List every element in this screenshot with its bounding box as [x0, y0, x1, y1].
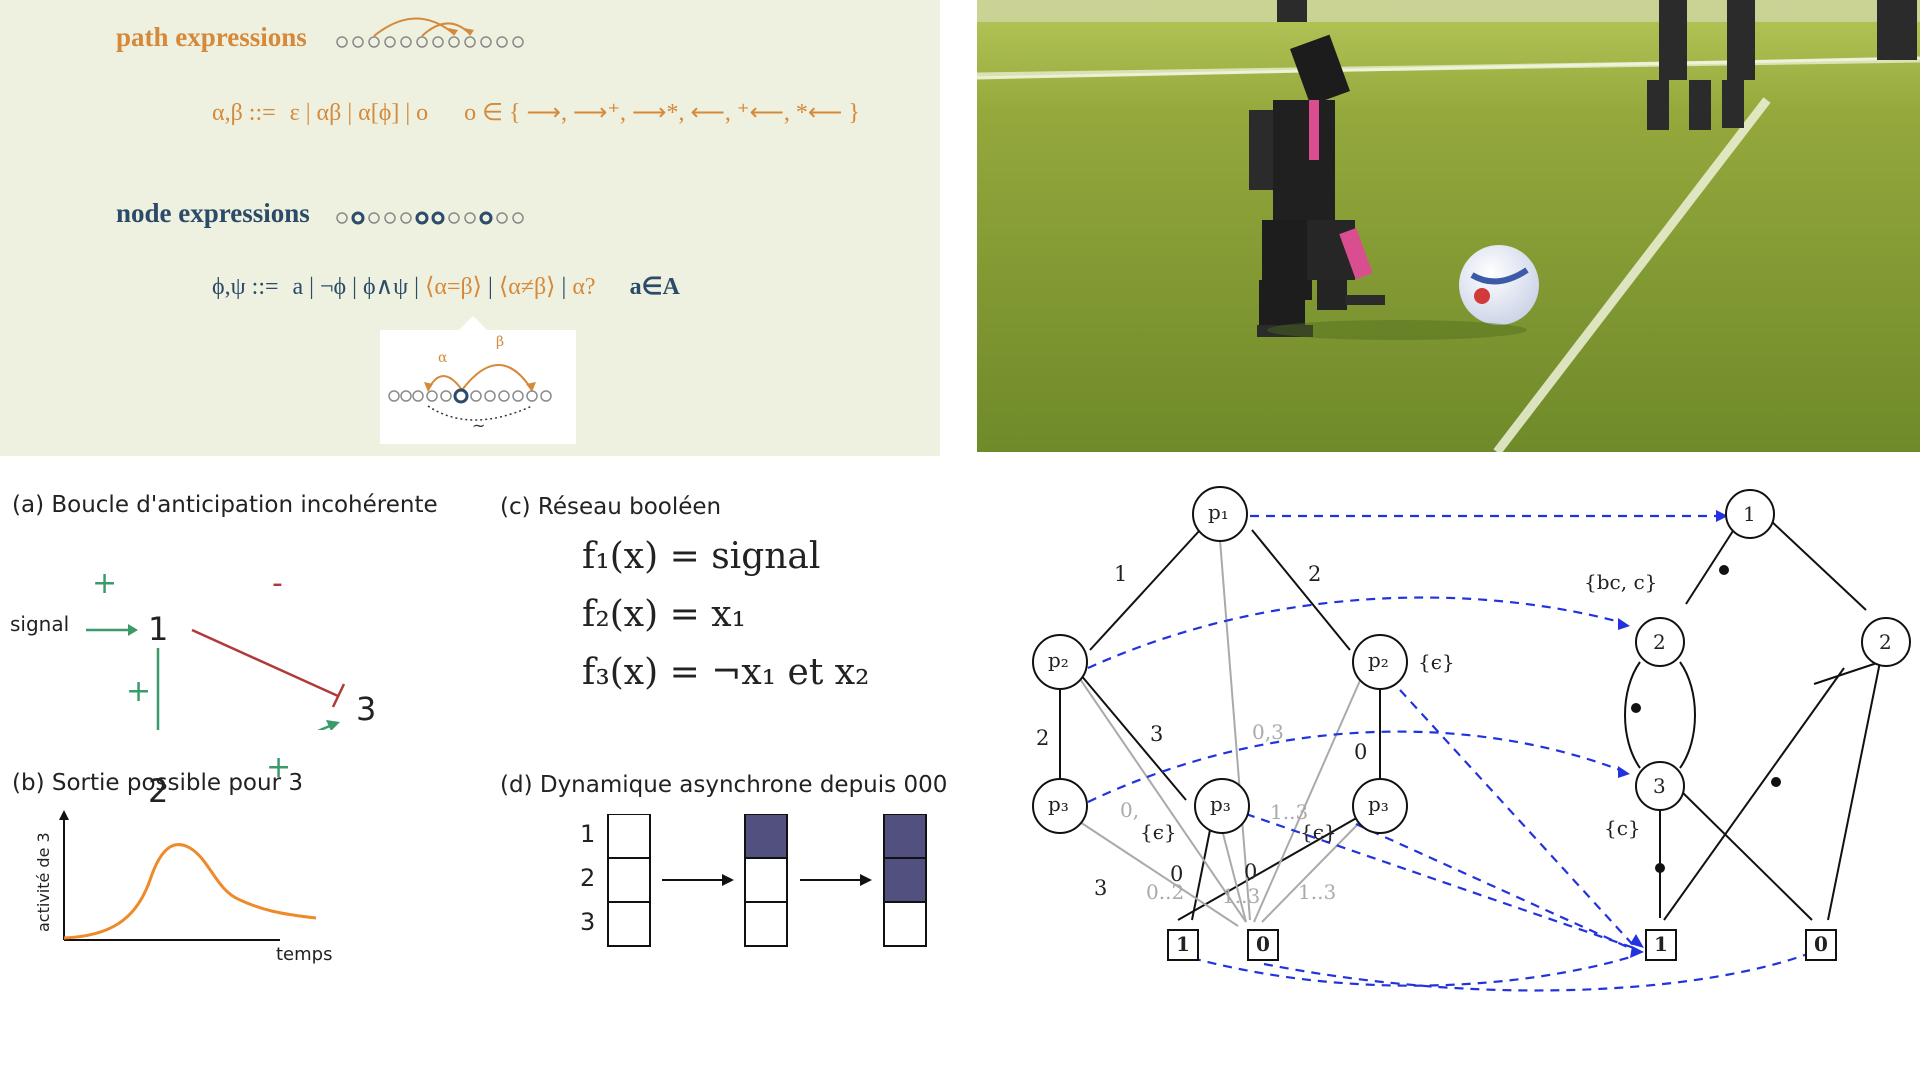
f1-equation: f₁(x) = signal: [582, 536, 821, 577]
path-node-row-1: [336, 17, 524, 48]
graph-edges: [1032, 486, 1911, 992]
grey-label-02: 0..2: [1146, 880, 1185, 904]
eps-label-2: {ϵ}: [1140, 820, 1177, 844]
node-formula-rhs-4: ⟨α≠β⟩: [498, 274, 556, 300]
edge-label-3: 3: [1150, 722, 1164, 746]
soccer-ball: [1459, 245, 1539, 325]
incoherent-feedforward-loop: [86, 624, 346, 730]
row-label-2: 2: [580, 864, 596, 892]
node-formula-rhs-5: |: [561, 274, 567, 300]
node-3-right: 3: [1653, 774, 1666, 798]
leaf-1-right: 1: [1654, 932, 1668, 956]
panel-c-title: (c) Réseau booléen: [500, 494, 722, 520]
callout-pointer: [455, 316, 491, 334]
node-formula-rhs-3: |: [488, 274, 493, 300]
node-formula-rhs-1: a | ¬ϕ | ϕ∧ψ |: [292, 274, 419, 300]
time-xlabel: temps: [276, 944, 333, 965]
signal-label: signal: [10, 612, 70, 636]
set-c: {c}: [1604, 816, 1641, 840]
equality-callout: α β ~: [380, 330, 576, 444]
set-bcc: {bc, c}: [1584, 570, 1658, 594]
f3-equation: f₃(x) = ¬x₁ et x₂: [582, 652, 870, 693]
edge-label-2b: 2: [1036, 726, 1050, 750]
field-line: [1493, 97, 1771, 452]
path-formula-lhs: α,β ::=: [212, 100, 276, 126]
node-formula-rhs-7: a∈A: [629, 274, 680, 300]
leaf-0-left: 0: [1256, 932, 1270, 956]
node-p3-left: p₃: [1048, 792, 1069, 816]
boolean-network-figure: (a) Boucle d'anticipation incohérente si…: [0, 470, 960, 1030]
minus-1-3: -: [272, 566, 283, 601]
edge-label-0b: 0: [1170, 862, 1184, 886]
plus-signal: +: [92, 566, 118, 601]
plus-2-3: +: [266, 750, 292, 785]
background-robots: [1277, 0, 1917, 130]
node-formula-lhs: ϕ,ψ ::=: [212, 274, 279, 300]
callout-diagram: [388, 364, 552, 421]
node-p3-mid: p₃: [1210, 792, 1231, 816]
panel-b-title: (b) Sortie possible pour 3: [12, 770, 303, 796]
f2-equation: f₂(x) = x₁: [582, 594, 746, 635]
grey-label-03: 0,3: [1252, 720, 1284, 744]
async-dynamics-diagram: [607, 814, 927, 947]
activity-plot: [59, 810, 317, 941]
edge-label-0: 0: [1354, 740, 1368, 764]
path-node-expressions-panel: path expressions α,β ::= ε | αβ | α[ϕ] |…: [0, 0, 940, 456]
robot-soccer-scene: [977, 0, 1920, 452]
leaf-1-left: 1: [1176, 932, 1190, 956]
callout-tilde: ~: [472, 416, 486, 435]
node-1-right: 1: [1743, 502, 1756, 526]
node-p2-right: p₂: [1368, 648, 1389, 672]
eps-label-1: {ϵ}: [1418, 650, 1455, 674]
grey-label-0: 0,: [1120, 798, 1140, 822]
node-2-b: 2: [1879, 630, 1892, 654]
node-expressions-heading: node expressions: [116, 198, 310, 228]
path-node-row-2: [336, 211, 524, 225]
edge-label-2: 2: [1308, 562, 1322, 586]
robot-soccer-photo: [977, 0, 1920, 452]
node-formula-rhs-2: ⟨α=β⟩: [425, 274, 483, 300]
leaf-0-right: 0: [1814, 932, 1828, 956]
callout-beta: β: [496, 334, 505, 350]
tree-automaton-graph: p₁ p₂ p₂ p₃ p₃ p₃ 1 0 1 2 2 3 0 3 0 0 0,…: [1000, 470, 1920, 1010]
node-2: 2: [148, 772, 169, 810]
row-label-1: 1: [580, 820, 596, 848]
edge-label-0c: 0: [1244, 860, 1258, 884]
node-1: 1: [148, 610, 169, 648]
grey-label-13b: 1..3: [1222, 884, 1261, 908]
path-formula-set: o ∈ { ⟶, ⟶⁺, ⟶*, ⟵, ⁺⟵, *⟵ }: [464, 100, 860, 126]
humanoid-robot: [1249, 34, 1385, 337]
plus-1-2: +: [126, 674, 152, 709]
path-formula-rhs: ε | αβ | α[ϕ] | o: [289, 100, 429, 126]
panel-a-title: (a) Boucle d'anticipation incohérente: [12, 492, 438, 518]
edge-label-3b: 3: [1094, 876, 1108, 900]
row-label-3: 3: [580, 908, 596, 936]
edge-label-1: 1: [1114, 562, 1128, 586]
panel-d-title: (d) Dynamique asynchrone depuis 000: [500, 772, 948, 798]
node-p3-right: p₃: [1368, 792, 1389, 816]
activity-ylabel: activité de 3: [34, 832, 53, 932]
node-2-a: 2: [1653, 630, 1666, 654]
grey-label-13c: 1..3: [1298, 880, 1337, 904]
callout-alpha: α: [438, 350, 448, 366]
path-expressions-heading: path expressions: [116, 22, 307, 52]
node-formula-rhs-6: α?: [572, 274, 596, 300]
node-p1: p₁: [1208, 500, 1229, 524]
node-p2-left: p₂: [1048, 648, 1069, 672]
eps-label-3: {ϵ}: [1300, 820, 1337, 844]
grey-label-13a: 1..3: [1270, 800, 1309, 824]
node-3: 3: [356, 690, 377, 728]
